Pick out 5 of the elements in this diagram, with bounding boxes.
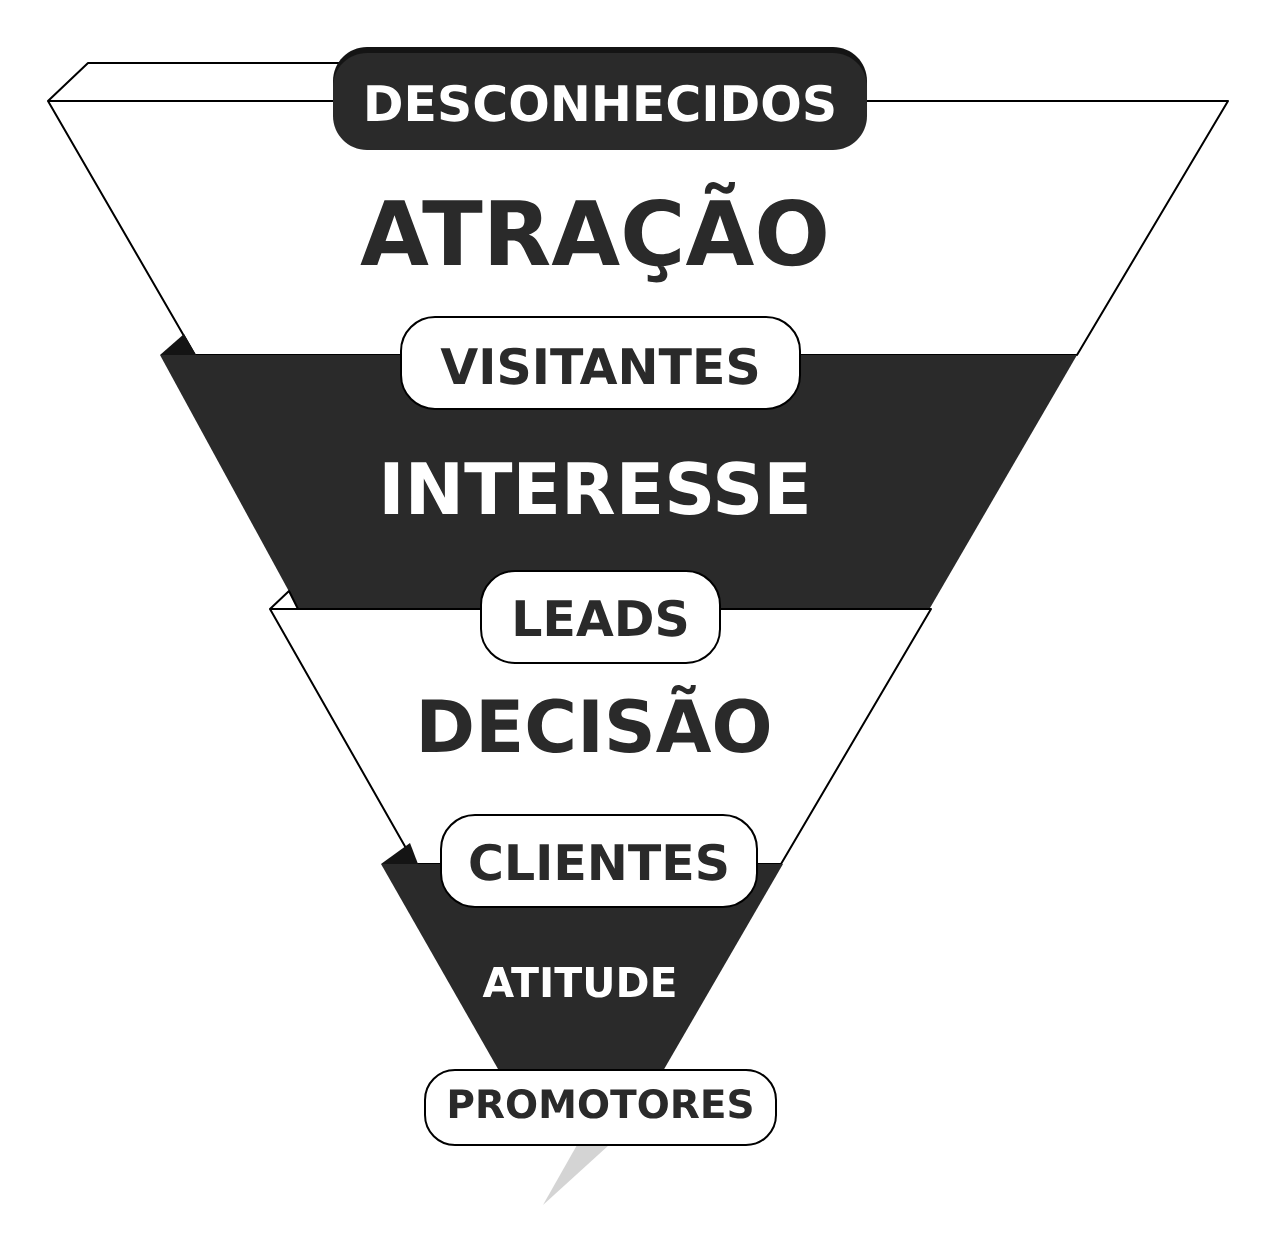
stage-pill: VISITANTES bbox=[400, 316, 801, 410]
stage-pill: DESCONHECIDOS bbox=[333, 47, 867, 150]
stage-pill: CLIENTES bbox=[440, 814, 758, 908]
stage-pill: PROMOTORES bbox=[424, 1069, 777, 1146]
stage-pill: LEADS bbox=[480, 570, 721, 664]
